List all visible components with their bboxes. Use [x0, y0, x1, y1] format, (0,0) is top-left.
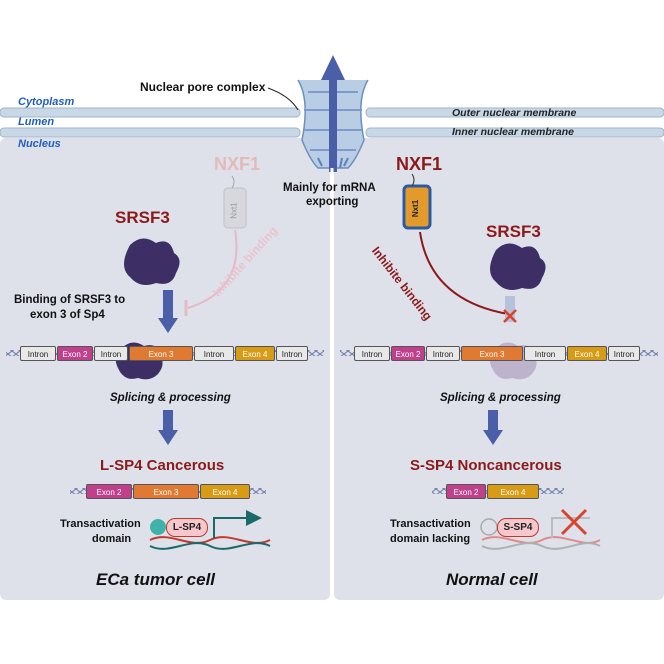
pore-label: Nuclear pore complex	[140, 80, 266, 94]
left-domain-line1: Transactivation	[60, 518, 141, 530]
nuclear-pore-complex	[297, 55, 369, 172]
right-domain-line1: Transactivation	[390, 518, 471, 530]
left-ta-domain	[150, 519, 166, 535]
right-splicing-label: Splicing & processing	[440, 392, 561, 404]
left-mrna-seg-2: Exon 3	[133, 484, 199, 499]
left-caption: ECa tumor cell	[96, 570, 216, 589]
right-mrna-seg-1: Exon 2	[446, 484, 486, 499]
right-gene-seg-7: Intron	[608, 346, 640, 361]
right-protein-label: S-SP4	[497, 518, 539, 537]
cytoplasm-label: Cytoplasm	[18, 96, 75, 108]
right-gene-seg-1: Intron	[354, 346, 390, 361]
left-srsf3-protein	[124, 238, 180, 285]
right-gene-seg-4: Exon 3	[461, 346, 523, 361]
right-blocked-cross	[503, 309, 517, 323]
right-nxf1-icon	[402, 173, 432, 230]
lumen-label: Lumen	[18, 116, 55, 128]
left-nxf1-icon	[223, 175, 247, 229]
right-srsf3-label: SRSF3	[486, 222, 541, 241]
left-gene-seg-1: Intron	[20, 346, 56, 361]
outer-membrane	[0, 107, 301, 118]
right-caption: Normal cell	[446, 570, 538, 589]
left-gene-seg-7: Intron	[276, 346, 308, 361]
left-binding-line2: exon 3 of Sp4	[30, 309, 105, 321]
right-product-label: S-SP4 Noncancerous	[410, 457, 562, 474]
pore-function-line1: Mainly for mRNA	[283, 182, 376, 194]
outer-membrane-label: Outer nuclear membrane	[452, 107, 577, 119]
right-gene-seg-6: Exon 4	[567, 346, 607, 361]
left-nxf1-label: NXF1	[214, 154, 261, 174]
right-nxt1-label: Nxt1	[411, 199, 421, 218]
left-gene-seg-6: Exon 4	[235, 346, 275, 361]
left-splicing-label: Splicing & processing	[110, 392, 231, 404]
left-protein-label: L-SP4	[166, 518, 208, 537]
left-gene-seg-4: Exon 3	[129, 346, 193, 361]
nucleus-label: Nucleus	[18, 138, 61, 150]
left-domain-line2: domain	[92, 533, 132, 545]
right-domain-line2: domain lacking	[390, 533, 471, 545]
pore-function-line2: exporting	[306, 196, 359, 208]
right-nxf1-label: NXF1	[396, 154, 443, 174]
left-binding-line1: Binding of SRSF3 to	[14, 294, 126, 306]
left-mrna-seg-1: Exon 2	[86, 484, 132, 499]
left-gene-seg-3: Intron	[94, 346, 128, 361]
right-gene-seg-3: Intron	[426, 346, 460, 361]
outer-membrane-right	[365, 107, 664, 118]
inner-membrane-label: Inner nuclear membrane	[452, 126, 574, 138]
left-gene-seg-2: Exon 2	[57, 346, 93, 361]
left-gene-seg-5: Intron	[194, 346, 234, 361]
right-srsf3-protein	[490, 243, 546, 290]
inner-membrane-right	[365, 127, 664, 138]
left-srsf3-label: SRSF3	[115, 208, 170, 227]
left-product-label: L-SP4 Cancerous	[100, 457, 225, 474]
right-mrna-seg-2: Exon 4	[487, 484, 539, 499]
left-nxt1-label: Nxt1	[229, 202, 239, 219]
right-gene-seg-5: Intron	[524, 346, 566, 361]
right-gene-seg-2: Exon 2	[391, 346, 425, 361]
left-mrna-seg-3: Exon 4	[200, 484, 250, 499]
right-no-transcription-cross	[560, 508, 588, 536]
inner-membrane	[0, 127, 301, 138]
